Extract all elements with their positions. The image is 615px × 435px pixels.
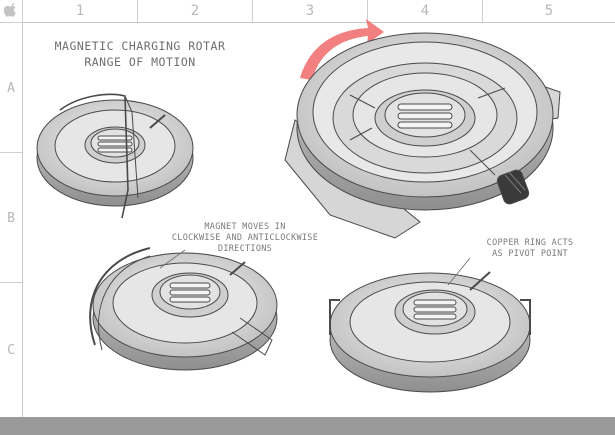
column-label: 3 bbox=[252, 0, 368, 22]
heading-line: MAGNETIC CHARGING ROTAR bbox=[54, 39, 226, 53]
annotation-line: DIRECTIONS bbox=[217, 244, 273, 254]
apple-logo-icon bbox=[4, 3, 16, 17]
heading-line: RANGE OF MOTION bbox=[84, 55, 196, 69]
sheet-heading: MAGNETIC CHARGING ROTAR RANGE OF MOTION bbox=[30, 38, 250, 70]
column-label: 1 bbox=[22, 0, 138, 22]
sheet-footer-bar bbox=[0, 417, 615, 435]
rotor-sketch-c bbox=[329, 271, 531, 393]
rotor-sketch-a bbox=[36, 93, 194, 219]
magnet-annotation: MAGNET MOVES IN CLOCKWISE AND ANTICLOCKW… bbox=[150, 222, 340, 255]
copper-leader-line bbox=[447, 257, 471, 286]
annotation-line: CLOCKWISE AND ANTICLOCKWISE bbox=[171, 233, 319, 243]
column-label: 4 bbox=[367, 0, 483, 22]
magnet-leader-line bbox=[159, 249, 186, 269]
column-ruler: 1 2 3 4 5 bbox=[0, 0, 615, 23]
row-ruler: A B C bbox=[0, 22, 23, 417]
row-label: A bbox=[0, 22, 22, 153]
rotor-sketches bbox=[36, 19, 561, 393]
annotation-line: COPPER RING ACTS bbox=[486, 238, 574, 248]
annotation-line: AS PIVOT POINT bbox=[492, 249, 568, 259]
watch-case-sketch bbox=[284, 32, 561, 239]
annotation-line: MAGNET MOVES IN bbox=[204, 222, 286, 232]
row-label: C bbox=[0, 282, 22, 418]
row-label: B bbox=[0, 152, 22, 283]
column-label: 2 bbox=[137, 0, 253, 22]
column-label: 5 bbox=[482, 0, 615, 22]
copper-annotation: COPPER RING ACTS AS PIVOT POINT bbox=[460, 238, 600, 260]
rotor-sketch-b bbox=[89, 247, 278, 371]
rotation-arrow bbox=[300, 19, 384, 80]
